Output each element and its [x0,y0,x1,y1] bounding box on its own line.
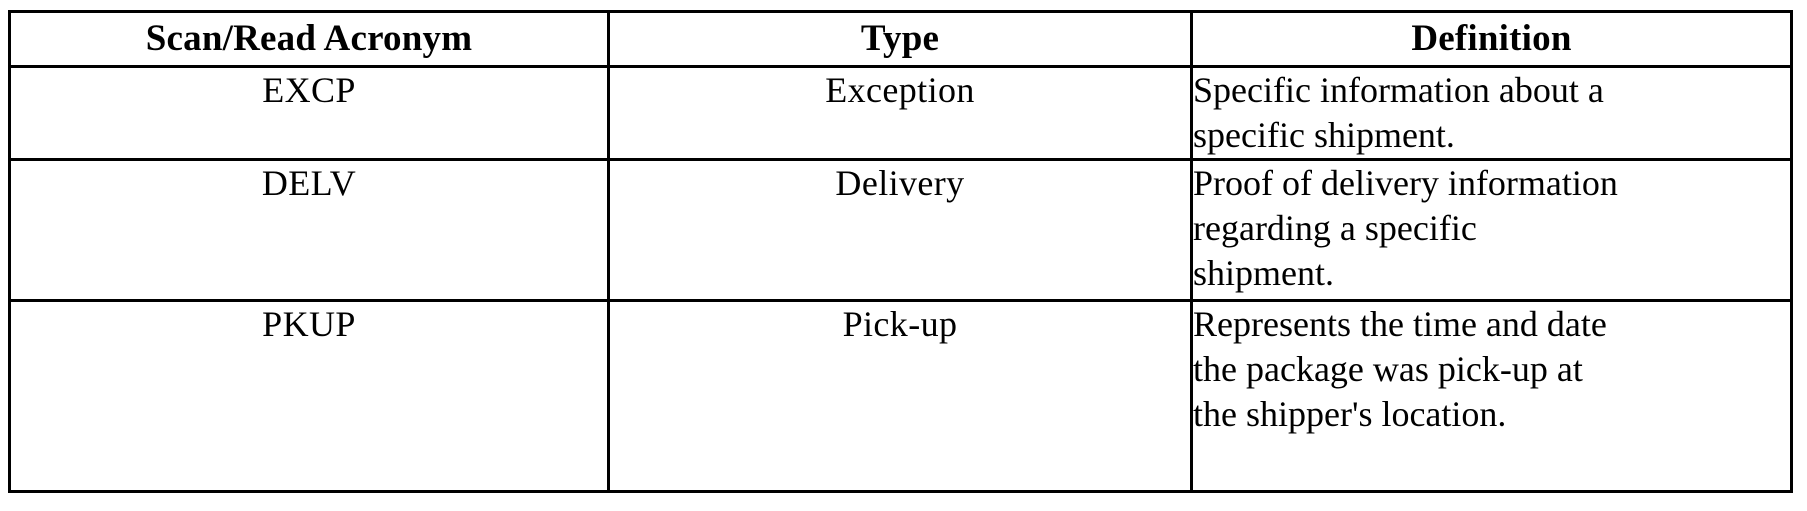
definition-line: the shipper's location. [1193,394,1507,434]
table-row: DELV Delivery Proof of delivery informat… [8,158,1793,302]
scan-read-acronym-table: Scan/Read Acronym Type Definition EXCP E… [8,10,1793,493]
column-header-acronym: Scan/Read Acronym [8,10,610,68]
cell-type: Exception [607,65,1193,161]
definition-line: shipment. [1193,253,1334,293]
definition-line: the package was pick-up at [1193,349,1583,389]
definition-line: regarding a specific [1193,208,1477,248]
cell-acronym: EXCP [8,65,610,161]
definition-line: Represents the time and date [1193,304,1607,344]
column-header-definition: Definition [1190,10,1793,68]
cell-definition: Represents the time and date the package… [1190,299,1793,493]
cell-acronym: DELV [8,158,610,302]
table-row: EXCP Exception Specific information abou… [8,65,1793,161]
column-header-type: Type [607,10,1193,68]
definition-line: specific shipment. [1193,115,1455,155]
cell-type: Pick-up [607,299,1193,493]
definition-line: Proof of delivery information [1193,163,1618,203]
cell-acronym: PKUP [8,299,610,493]
cell-definition: Proof of delivery information regarding … [1190,158,1793,302]
cell-type: Delivery [607,158,1193,302]
definition-line: Specific information about a [1193,70,1604,110]
table-header-row: Scan/Read Acronym Type Definition [8,10,1793,68]
table-row: PKUP Pick-up Represents the time and dat… [8,299,1793,493]
cell-definition: Specific information about a specific sh… [1190,65,1793,161]
